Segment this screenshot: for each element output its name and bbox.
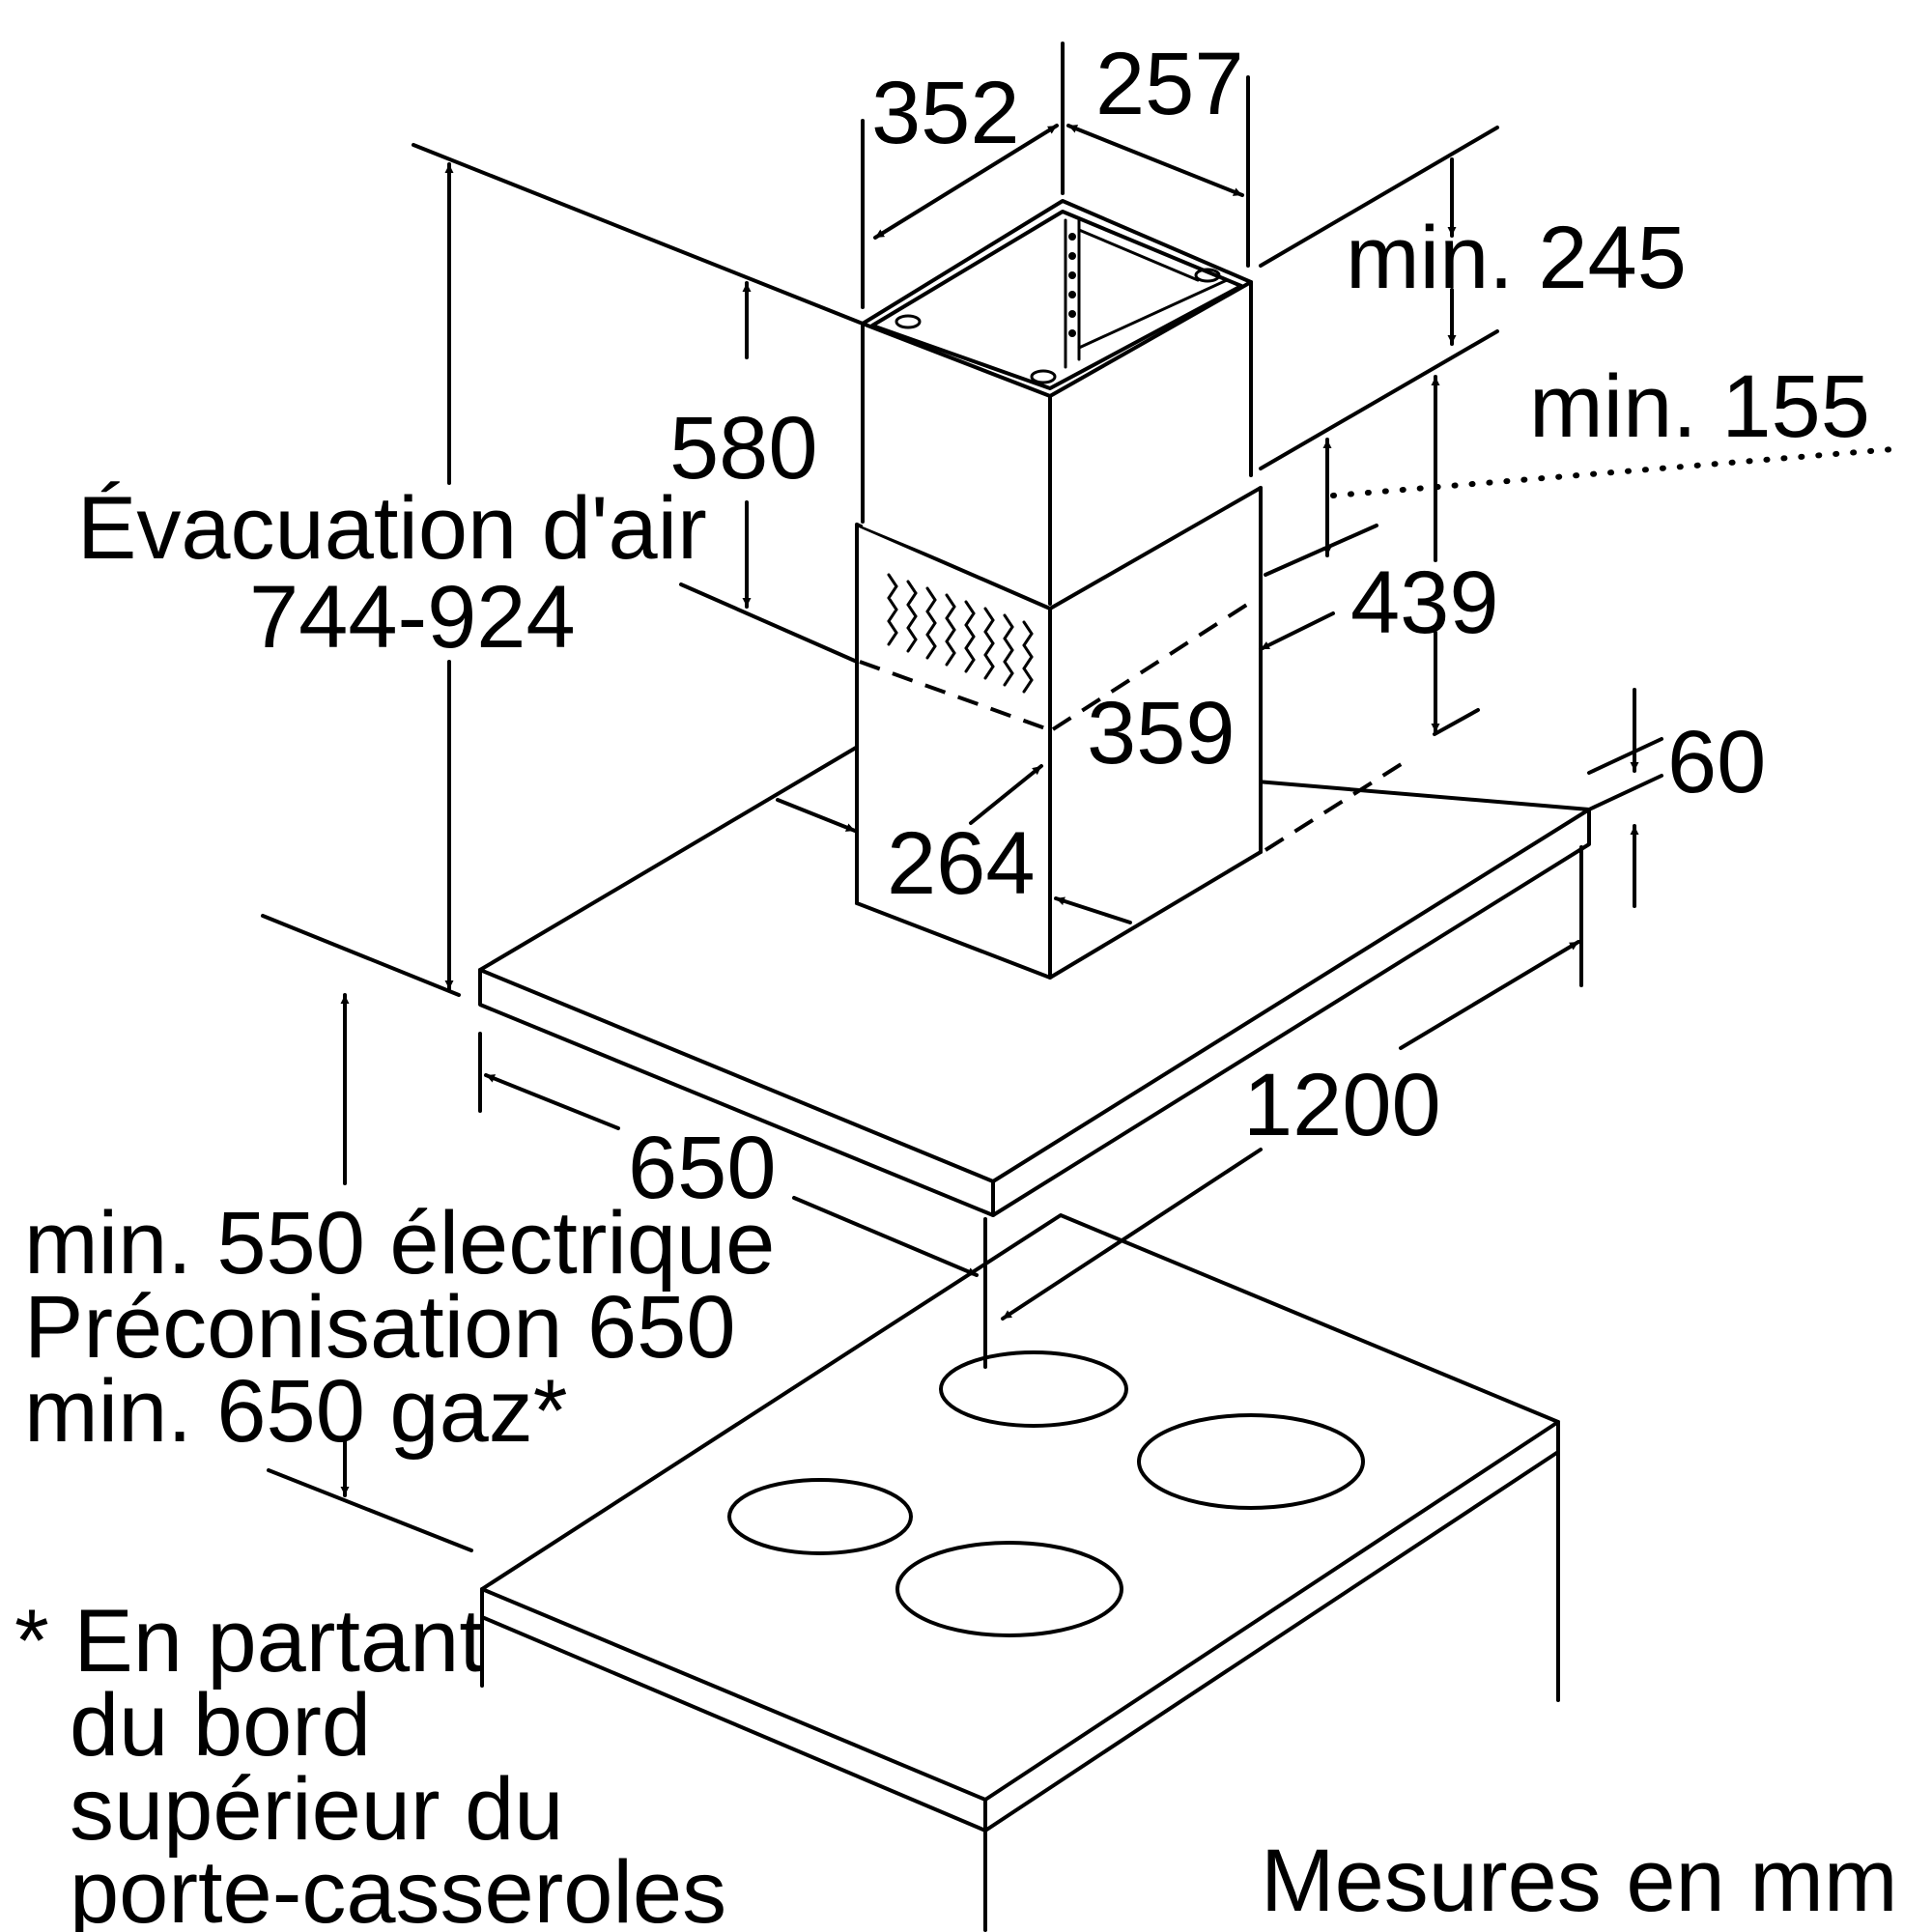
label-air-exhaust-range: 744-924 bbox=[249, 568, 576, 667]
extension-lines bbox=[261, 42, 1896, 1552]
burner-left bbox=[727, 1478, 913, 1555]
label-hood-depth: 650 bbox=[628, 1119, 777, 1217]
label-upper-chimney-height: 580 bbox=[669, 399, 818, 497]
cooktop bbox=[480, 1213, 1560, 1932]
label-hood-width: 1200 bbox=[1243, 1056, 1441, 1154]
label-lower-chimney-depth: 264 bbox=[887, 814, 1036, 913]
label-chimney-depth: 352 bbox=[871, 64, 1020, 162]
vent-grille bbox=[887, 573, 1034, 694]
label-clearance-electric: min. 550 électrique bbox=[24, 1194, 775, 1293]
label-air-exhaust: Évacuation d'air bbox=[77, 479, 707, 578]
upper-chimney bbox=[861, 199, 1253, 606]
label-clearance-recommended: Préconisation 650 bbox=[24, 1278, 736, 1377]
hood-canopy bbox=[478, 746, 1591, 1217]
burner-right bbox=[1137, 1413, 1365, 1510]
label-canopy-thickness: 60 bbox=[1667, 713, 1766, 811]
burner-front bbox=[895, 1541, 1123, 1637]
footnote-line-4: porte-casseroles bbox=[70, 1843, 726, 1932]
footnote-line-1: * En partant bbox=[14, 1592, 484, 1690]
label-lower-chimney-width: 359 bbox=[1087, 684, 1236, 782]
lower-chimney bbox=[855, 486, 1412, 980]
label-chimney-width: 257 bbox=[1095, 35, 1244, 133]
footnote-line-2: du bord bbox=[70, 1676, 371, 1775]
footnote-line-3: supérieur du bbox=[70, 1760, 563, 1859]
units-note: Mesures en mm bbox=[1261, 1832, 1898, 1930]
label-clearance-gas: min. 650 gaz* bbox=[24, 1362, 568, 1461]
dimension-arrows bbox=[340, 124, 1639, 1497]
burner-back bbox=[939, 1350, 1128, 1428]
label-lower-gap: min. 155 bbox=[1529, 357, 1870, 456]
label-lower-chimney-height: 439 bbox=[1350, 554, 1499, 652]
label-upper-gap: min. 245 bbox=[1346, 209, 1687, 307]
